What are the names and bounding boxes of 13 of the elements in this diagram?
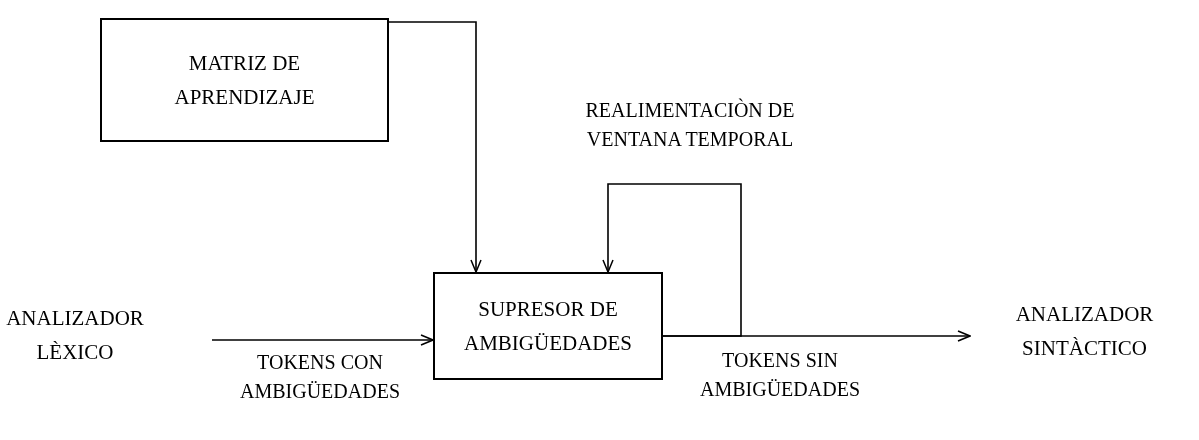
process-box (100, 18, 389, 142)
arrow (602, 183, 742, 337)
node-label: ANALIZADOR SINTÀCTICO (1014, 301, 1155, 362)
edge-label: REALIMENTACIÒN DE VENTANA TEMPORAL (584, 97, 796, 152)
process-box (433, 272, 663, 380)
node-label: ANALIZADOR LÈXICO (5, 305, 145, 366)
node-label: SUPRESOR DE AMBIGÜEDADES (463, 296, 633, 357)
arrow (662, 330, 971, 342)
arrow (211, 334, 434, 346)
node-label: MATRIZ DE APRENDIZAJE (173, 50, 316, 111)
edge-label: TOKENS CON AMBIGÜEDADES (240, 350, 400, 404)
arrow (388, 21, 482, 273)
edge-label: TOKENS SIN AMBIGÜEDADES (700, 348, 860, 402)
